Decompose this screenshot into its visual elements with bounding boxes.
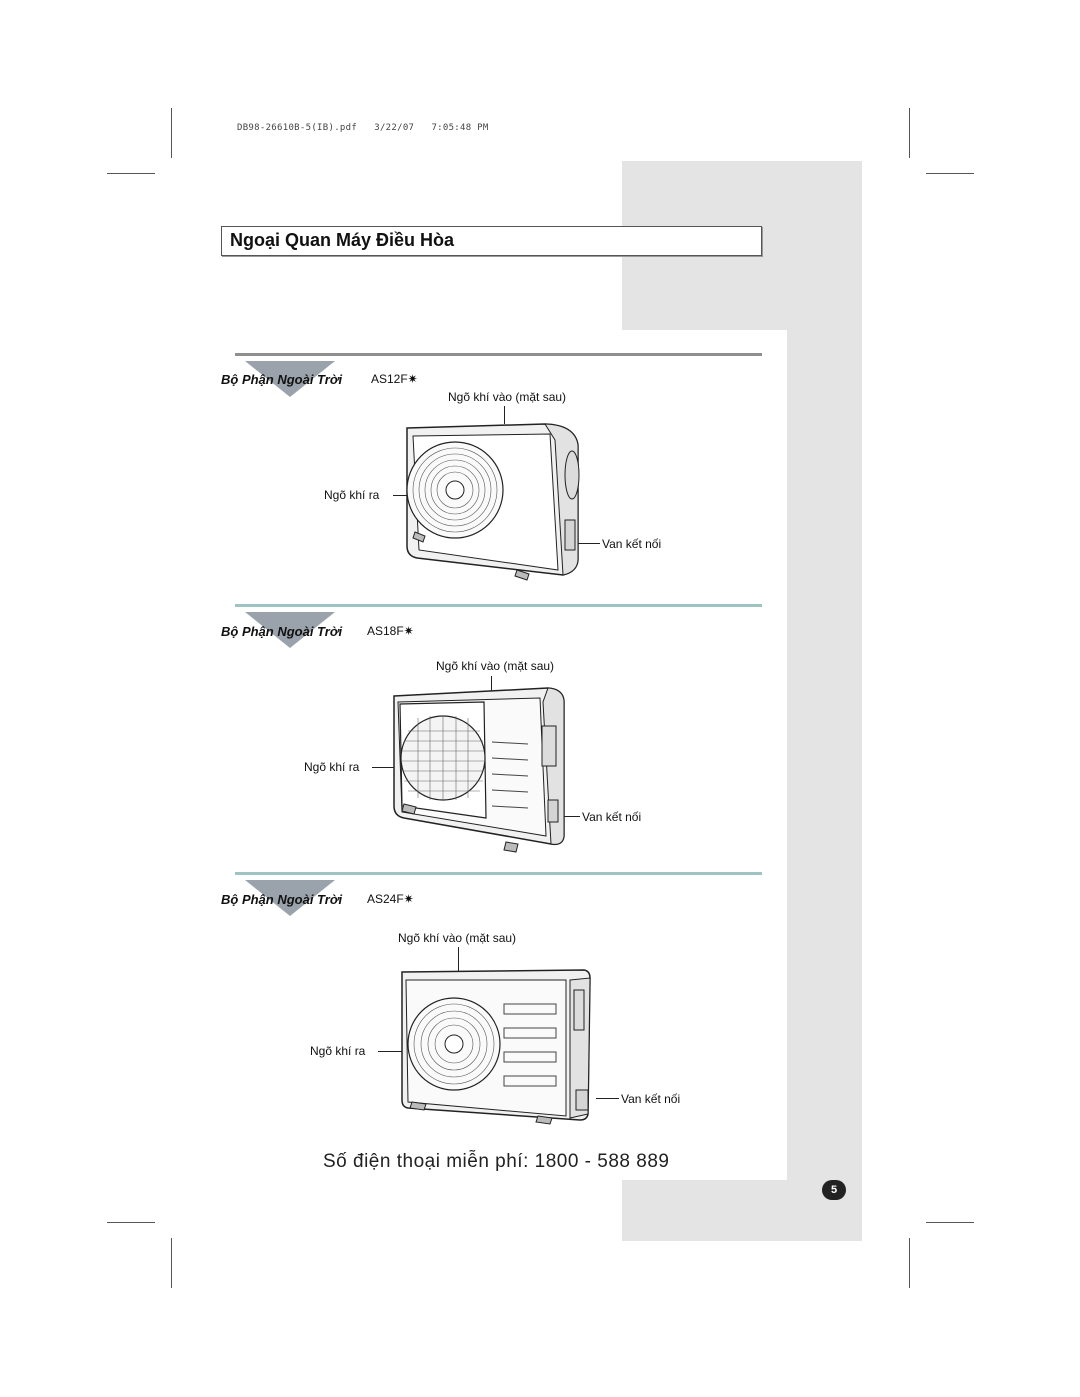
page-title-box: Ngoại Quan Máy Điều Hòa: [221, 226, 762, 256]
crop-mark: [909, 108, 910, 158]
air-intake-label: Ngõ khí vào (mặt sau): [448, 390, 567, 404]
file-header: DB98-26610B-5(IB).pdf 3/22/07 7:05:48 PM: [237, 123, 489, 133]
section-label: Bộ Phận Ngoài Trời: [221, 624, 343, 639]
air-intake-label: Ngõ khí vào (mặt sau): [436, 659, 555, 673]
section-model: AS18F✷: [367, 624, 414, 638]
section-label: Bộ Phận Ngoài Trời: [221, 892, 343, 907]
crop-mark: [926, 173, 974, 174]
page-side-band: [787, 330, 862, 1180]
air-intake-label: Ngõ khí vào (mặt sau): [398, 931, 517, 945]
leader-line: [574, 543, 600, 544]
air-outlet-label: Ngõ khí ra: [310, 1044, 366, 1058]
leader-line: [596, 1098, 619, 1099]
crop-mark: [926, 1222, 974, 1223]
section-marker: [245, 612, 335, 648]
page-number: 5: [822, 1180, 846, 1200]
section-divider: [235, 353, 762, 356]
outdoor-unit-as24f-illustration: [401, 969, 591, 1125]
outdoor-unit-as12f-illustration: [406, 423, 580, 581]
crop-mark: [107, 173, 155, 174]
leader-line: [491, 676, 492, 694]
leader-line: [378, 1051, 420, 1052]
leader-line: [504, 406, 505, 424]
valve-label: Van kết nối: [621, 1092, 681, 1106]
section-divider: [235, 604, 762, 607]
section-marker: [245, 361, 335, 397]
crop-mark: [171, 1238, 172, 1288]
page-title: Ngoại Quan Máy Điều Hòa: [230, 230, 455, 250]
leader-line: [458, 947, 459, 971]
section-label: Bộ Phận Ngoài Trời: [221, 372, 343, 387]
section-divider: [235, 872, 762, 875]
section-model: AS24F✷: [367, 892, 414, 906]
air-outlet-label: Ngõ khí ra: [304, 760, 360, 774]
crop-mark: [171, 108, 172, 158]
file-name: DB98-26610B-5(IB).pdf: [237, 123, 358, 133]
section-model: AS12F✷: [371, 372, 418, 386]
air-outlet-label: Ngõ khí ra: [324, 488, 380, 502]
crop-mark: [107, 1222, 155, 1223]
leader-line: [372, 767, 412, 768]
leader-line: [560, 816, 580, 817]
file-time: 7:05:48 PM: [431, 123, 489, 133]
file-date: 3/22/07: [374, 123, 415, 133]
crop-mark: [909, 1238, 910, 1288]
hotline-text: Số điện thoại miễn phí: 1800 - 588 889: [323, 1151, 670, 1172]
outdoor-unit-as18f-illustration: [393, 687, 565, 853]
valve-label: Van kết nối: [582, 810, 642, 824]
valve-label: Van kết nối: [602, 537, 662, 551]
section-marker: [245, 880, 335, 916]
